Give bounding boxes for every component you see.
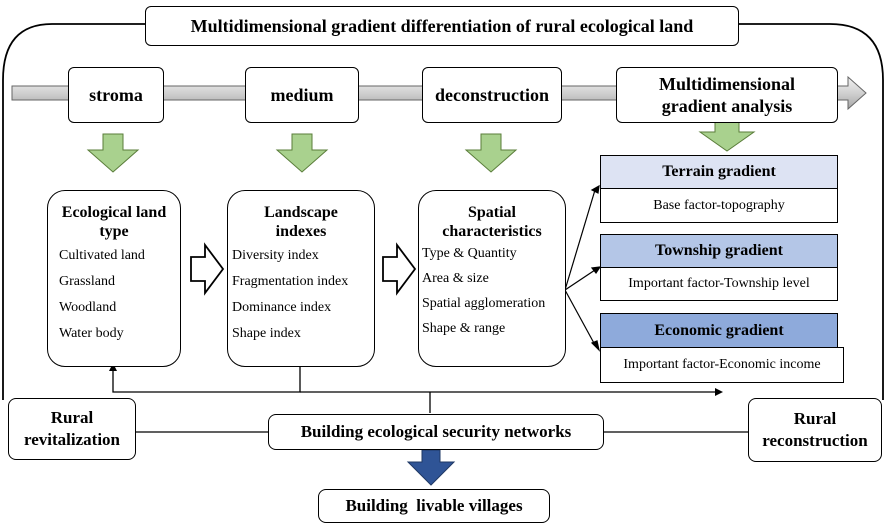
livable-villages-text: Building livable villages	[345, 496, 523, 515]
terrain-gradient-factor: Base factor-topography	[600, 188, 838, 223]
landscape-indexes-box: Landscape indexes Diversity index Fragme…	[227, 190, 375, 367]
landscape-item: Dominance index	[232, 300, 332, 315]
step-gradient-analysis: Multidimensional gradient analysis	[616, 67, 838, 123]
ecological-land-item: Woodland	[59, 300, 117, 315]
economic-gradient-label: Economic gradient	[654, 321, 784, 339]
economic-gradient-factor-text: Important factor-Economic income	[623, 357, 821, 372]
step-gradient-analysis-line1: Multidimensional	[658, 74, 796, 94]
rural-revitalization-line2: revitalization	[24, 430, 120, 449]
spatial-item: Spatial agglomeration	[422, 296, 546, 311]
landscape-item: Diversity index	[232, 248, 319, 263]
spatial-heading-1: Spatial	[467, 204, 516, 221]
rural-reconstruction-box: Rural reconstruction	[748, 398, 882, 462]
landscape-item: Shape index	[232, 326, 301, 341]
landscape-heading-2: indexes	[275, 223, 327, 240]
white-right-arrow-2	[382, 242, 417, 296]
ecological-land-item: Water body	[59, 326, 124, 341]
rural-reconstruction-line2: reconstruction	[762, 431, 868, 450]
spatial-item: Type & Quantity	[422, 246, 517, 261]
spatial-item: Shape & range	[422, 321, 506, 336]
blue-down-arrow	[406, 449, 456, 486]
green-down-arrow-medium	[275, 133, 329, 173]
landscape-heading-1: Landscape	[264, 204, 338, 221]
rural-reconstruction-line1: Rural	[793, 409, 837, 428]
landscape-item: Fragmentation index	[232, 274, 349, 289]
diagram-title-text: Multidimensional gradient differentiatio…	[190, 15, 694, 36]
terrain-gradient-label: Terrain gradient	[662, 163, 776, 180]
ecological-land-type-box: Ecological land type Cultivated land Gra…	[47, 190, 181, 367]
step-gradient-analysis-line2: gradient analysis	[661, 96, 793, 116]
step-medium-label: medium	[270, 84, 334, 105]
step-deconstruction: deconstruction	[422, 67, 562, 123]
rural-revitalization-line1: Rural	[50, 408, 94, 427]
green-down-arrow-stroma	[86, 133, 140, 173]
outer-frame	[2, 23, 884, 400]
security-networks-box: Building ecological security networks	[268, 414, 604, 450]
ecological-land-item: Cultivated land	[59, 248, 145, 263]
township-gradient-factor: Important factor-Township level	[600, 267, 838, 301]
livable-villages-box: Building livable villages	[318, 489, 550, 523]
township-gradient-factor-text: Important factor-Township level	[628, 276, 810, 291]
green-down-arrow-gradient	[698, 119, 756, 152]
economic-gradient-header: Economic gradient	[600, 313, 838, 348]
ecological-land-heading-2: type	[99, 223, 129, 240]
step-stroma-label: stroma	[89, 84, 143, 105]
step-stroma: stroma	[68, 67, 164, 123]
township-gradient-label: Township gradient	[655, 242, 783, 259]
security-networks-text: Building ecological security networks	[300, 422, 572, 441]
green-down-arrow-deconstruction	[464, 133, 518, 173]
white-right-arrow-1	[190, 242, 225, 296]
terrain-gradient-header: Terrain gradient	[600, 155, 838, 189]
township-gradient-header: Township gradient	[600, 234, 838, 268]
terrain-gradient-factor-text: Base factor-topography	[653, 197, 785, 213]
spatial-item: Area & size	[422, 271, 489, 286]
spatial-heading-2: characteristics	[442, 223, 542, 240]
step-deconstruction-label: deconstruction	[435, 84, 549, 105]
spatial-characteristics-box: Spatial characteristics Type & Quantity …	[418, 190, 566, 367]
rural-revitalization-box: Rural revitalization	[8, 398, 136, 460]
ecological-land-heading-1: Ecological land	[61, 204, 167, 221]
ecological-land-item: Grassland	[59, 274, 115, 289]
diagram-title: Multidimensional gradient differentiatio…	[145, 6, 739, 46]
step-medium: medium	[245, 67, 359, 123]
economic-gradient-factor: Important factor-Economic income	[600, 347, 844, 383]
